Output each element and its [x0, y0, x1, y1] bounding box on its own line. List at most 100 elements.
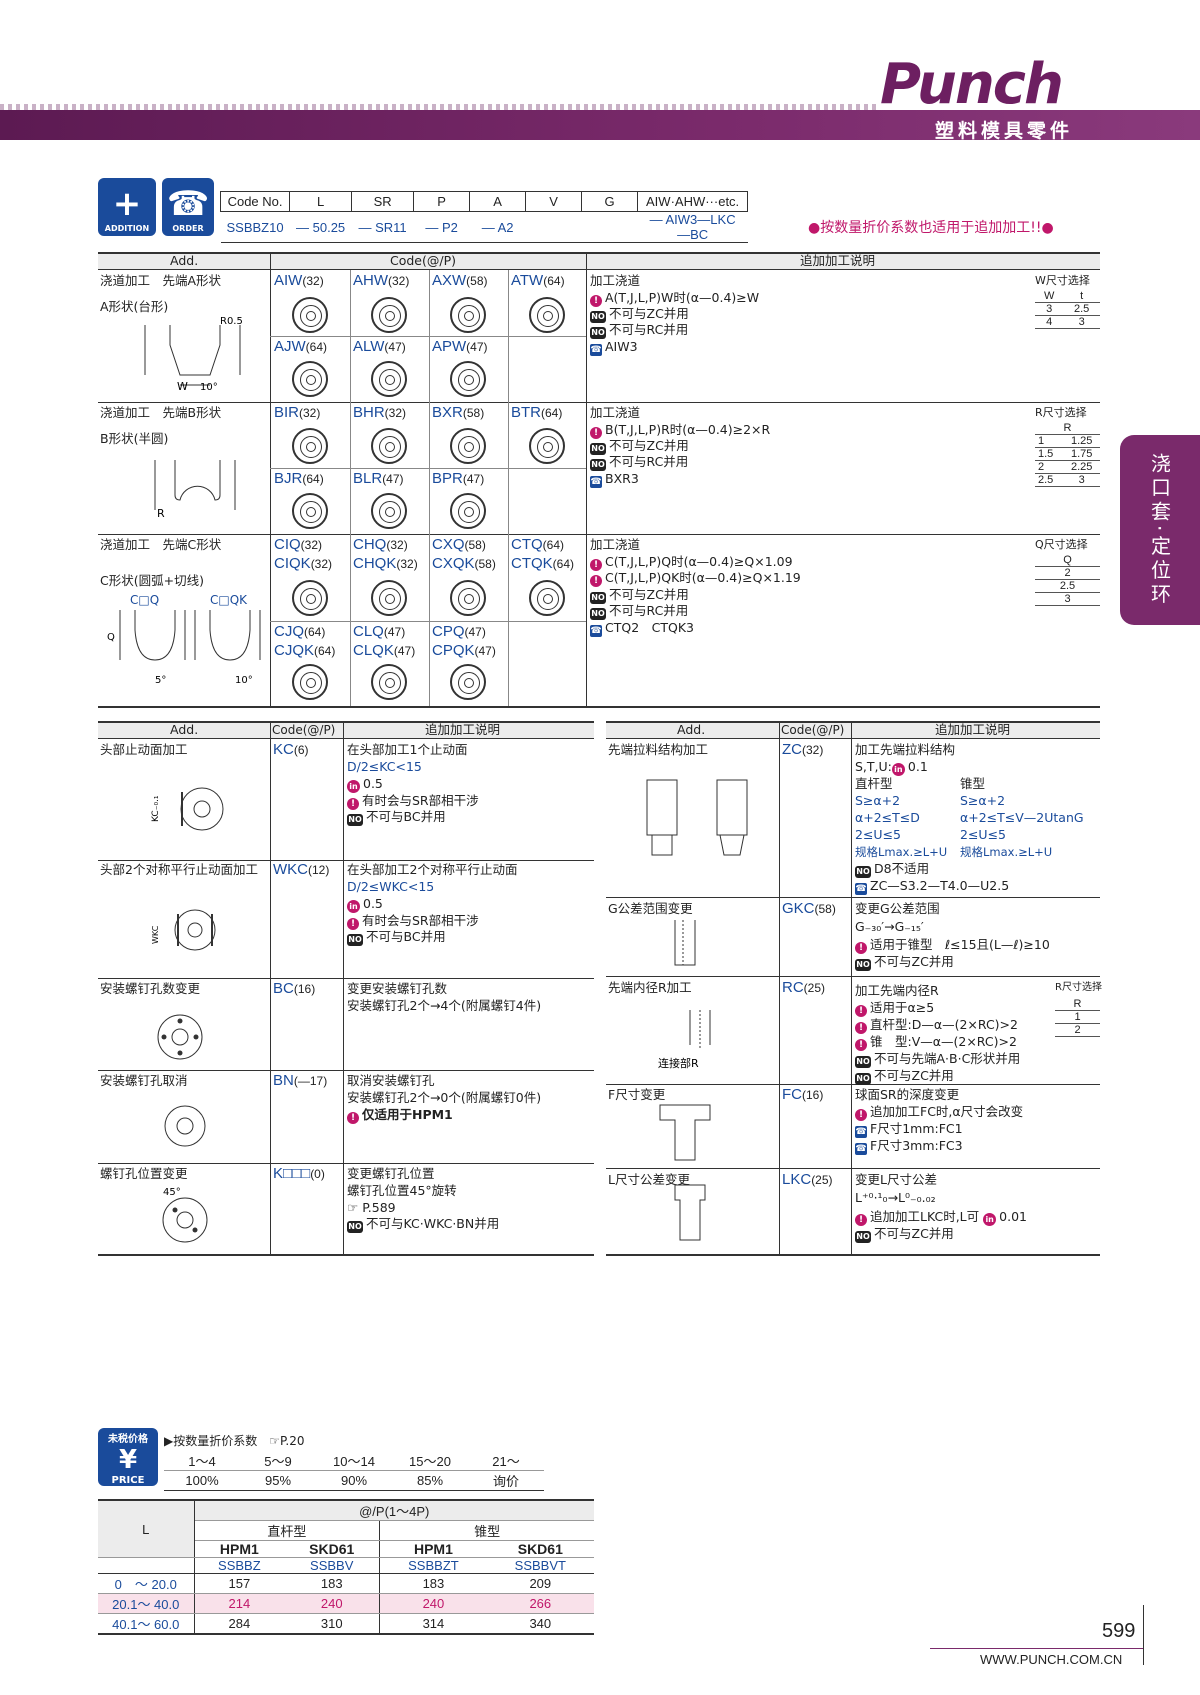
code-alw[interactable]: ALW(47) — [353, 338, 406, 355]
header-band — [0, 110, 1200, 140]
code-rc[interactable]: RC(25) — [782, 979, 826, 996]
code-ahw[interactable]: AHW(32) — [353, 272, 410, 289]
gate-icon — [371, 297, 407, 333]
warning-icon: ! — [855, 1214, 867, 1226]
code-cjqk[interactable]: CJQK(64) — [274, 642, 336, 659]
svg-text:C□QK: C□QK — [210, 593, 248, 607]
no-icon: NO — [590, 459, 606, 471]
code-chq[interactable]: CHQ(32) — [353, 536, 408, 553]
k-drawing: 45° — [162, 1187, 208, 1243]
code-clq[interactable]: CLQ(47) — [353, 623, 406, 640]
phone-icon: ☎ — [590, 625, 602, 637]
gate-icon — [292, 361, 328, 397]
no-icon: NO — [347, 1221, 363, 1233]
code-cpqk[interactable]: CPQK(47) — [432, 642, 496, 659]
code-bn[interactable]: BN(—17) — [273, 1072, 328, 1089]
code-ajw[interactable]: AJW(64) — [274, 338, 328, 355]
no-icon: NO — [855, 959, 871, 971]
code-fc[interactable]: FC(16) — [782, 1086, 824, 1103]
code-gkc[interactable]: GKC(58) — [782, 900, 836, 917]
q-size-table: Q 2 2.5 3 — [1035, 554, 1100, 606]
footer-url[interactable]: WWW.PUNCH.COM.CN — [980, 1652, 1123, 1667]
svg-text:Q: Q — [107, 632, 115, 643]
code-ciq[interactable]: CIQ(32) — [274, 536, 323, 553]
price-table: L @/P(1～4P) 直杆型 锥型 HPM1 SKD61 HPM1 SKD61… — [98, 1499, 594, 1635]
code-clqk[interactable]: CLQK(47) — [353, 642, 416, 659]
in-icon: in — [347, 900, 360, 913]
code-chqk[interactable]: CHQK(32) — [353, 555, 418, 572]
code-aiw[interactable]: AIW(32) — [274, 272, 324, 289]
code-ctq[interactable]: CTQ(64) — [511, 536, 565, 553]
gate-icon — [450, 428, 486, 464]
addition-badge: + ADDITION — [98, 178, 156, 236]
code-apw[interactable]: APW(47) — [432, 338, 488, 355]
code-cxqk[interactable]: CXQK(58) — [432, 555, 496, 572]
code-zc[interactable]: ZC(32) — [782, 741, 824, 758]
warning-icon: ! — [855, 1109, 867, 1121]
no-icon: NO — [347, 934, 363, 946]
code-cxq[interactable]: CXQ(58) — [432, 536, 486, 553]
svg-text:45°: 45° — [163, 1187, 181, 1198]
no-icon: NO — [590, 327, 606, 339]
svg-text:10°: 10° — [200, 382, 218, 393]
code-bir[interactable]: BIR(32) — [274, 404, 321, 421]
gkc-drawing — [674, 920, 696, 966]
no-icon: NO — [590, 592, 606, 604]
row-a-shape: A形状(台形) — [100, 299, 169, 314]
warning-icon: ! — [590, 295, 602, 307]
code-bhr[interactable]: BHR(32) — [353, 404, 407, 421]
side-section-tab[interactable]: 浇口套·定位环 — [1120, 435, 1200, 625]
code-atw[interactable]: ATW(64) — [511, 272, 565, 289]
brand-logo: Punch — [880, 52, 1064, 117]
gate-icon — [450, 361, 486, 397]
brand-subtitle: 塑料模具零件 — [935, 120, 1074, 142]
shape-a-drawing: W 10° R0.5 — [144, 316, 243, 393]
code-ctqk[interactable]: CTQK(64) — [511, 555, 575, 572]
phone-icon: ☎ — [855, 1143, 867, 1155]
code-cjq[interactable]: CJQ(64) — [274, 623, 326, 640]
order-badge: ☎ ORDER — [162, 178, 214, 236]
code-axw[interactable]: AXW(58) — [432, 272, 488, 289]
code-k[interactable]: K□□□(0) — [273, 1165, 325, 1182]
bc-drawing — [157, 1014, 203, 1060]
code-ciqk[interactable]: CIQK(32) — [274, 555, 333, 572]
plus-icon: + — [112, 184, 142, 224]
right-table-header — [606, 721, 1100, 739]
gate-icon — [371, 580, 407, 616]
warning-icon: ! — [590, 559, 602, 571]
code-lkc[interactable]: LKC(25) — [782, 1171, 833, 1188]
phone-icon: ☎ — [166, 184, 210, 224]
code-cpq[interactable]: CPQ(47) — [432, 623, 486, 640]
row-b-title: 浇道加工 先端B形状 — [100, 405, 222, 420]
zc-drawing — [646, 779, 748, 856]
no-icon: NO — [590, 311, 606, 323]
phone-icon: ☎ — [855, 1126, 867, 1138]
code-bc[interactable]: BC(16) — [273, 980, 316, 997]
code-blr[interactable]: BLR(47) — [353, 470, 404, 487]
warning-icon: ! — [347, 798, 359, 810]
warning-icon: ! — [855, 1039, 867, 1051]
gate-icon — [292, 493, 328, 529]
code-bxr[interactable]: BXR(58) — [432, 404, 485, 421]
warning-icon: ! — [590, 575, 602, 587]
svg-text:R0.5: R0.5 — [220, 316, 243, 327]
gate-icon — [529, 428, 565, 464]
page-number: 599 — [1102, 1620, 1136, 1642]
warning-icon: ! — [347, 1112, 359, 1124]
code-wkc[interactable]: WKC(12) — [273, 861, 330, 878]
code-kc[interactable]: KC(6) — [273, 741, 309, 758]
yen-icon: ¥ — [118, 1445, 138, 1475]
svg-text:WKC: WKC — [151, 925, 160, 944]
row-b-shape: B形状(半圆) — [100, 431, 169, 446]
gate-icon — [371, 428, 407, 464]
lkc-drawing — [674, 1184, 706, 1241]
no-icon: NO — [855, 1231, 871, 1243]
svg-text:10°: 10° — [235, 675, 253, 686]
code-bjr[interactable]: BJR(64) — [274, 470, 324, 487]
code-bpr[interactable]: BPR(47) — [432, 470, 485, 487]
svg-text:W: W — [177, 380, 188, 393]
code-btr[interactable]: BTR(64) — [511, 404, 563, 421]
